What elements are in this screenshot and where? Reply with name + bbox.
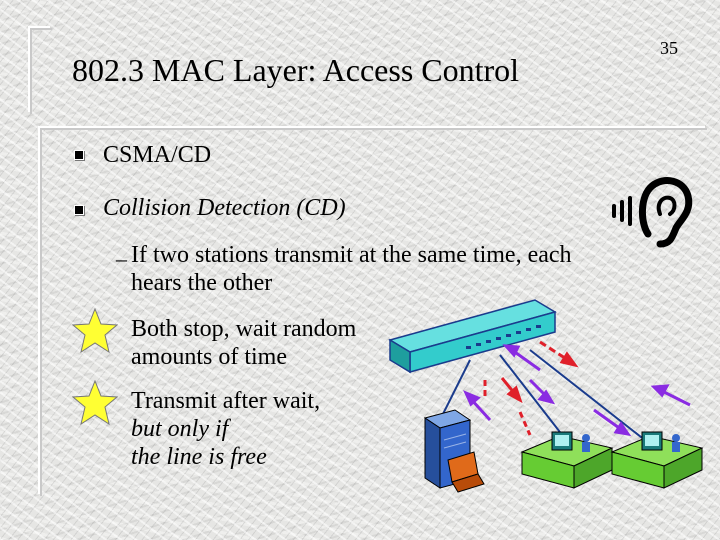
- sub-item-line: Transmit after wait,: [131, 388, 321, 414]
- title-frame-decoration: [30, 28, 52, 114]
- slide-number: 35: [660, 38, 678, 58]
- sub-item-line: Both stop, wait random: [131, 316, 357, 342]
- slide-title: 802.3 MAC Layer: Access Control: [72, 52, 520, 88]
- content-frame-decoration: [40, 128, 707, 496]
- bullet-csma-cd: CSMA/CD: [103, 142, 212, 168]
- bullet-marker: [74, 150, 84, 160]
- star-icon: [72, 380, 118, 426]
- sub-item-line: the line is free: [131, 444, 267, 470]
- star-icon: [72, 308, 118, 354]
- sub-item-line: If two stations transmit at the same tim…: [131, 242, 572, 268]
- bullet-marker: [74, 205, 84, 215]
- bullet-collision-detection: Collision Detection (CD): [103, 195, 346, 221]
- sub-item-line: hears the other: [131, 270, 273, 296]
- sub-item-line: amounts of time: [131, 344, 287, 370]
- dash-icon: –: [116, 246, 127, 271]
- sub-item-line: but only if: [131, 416, 229, 442]
